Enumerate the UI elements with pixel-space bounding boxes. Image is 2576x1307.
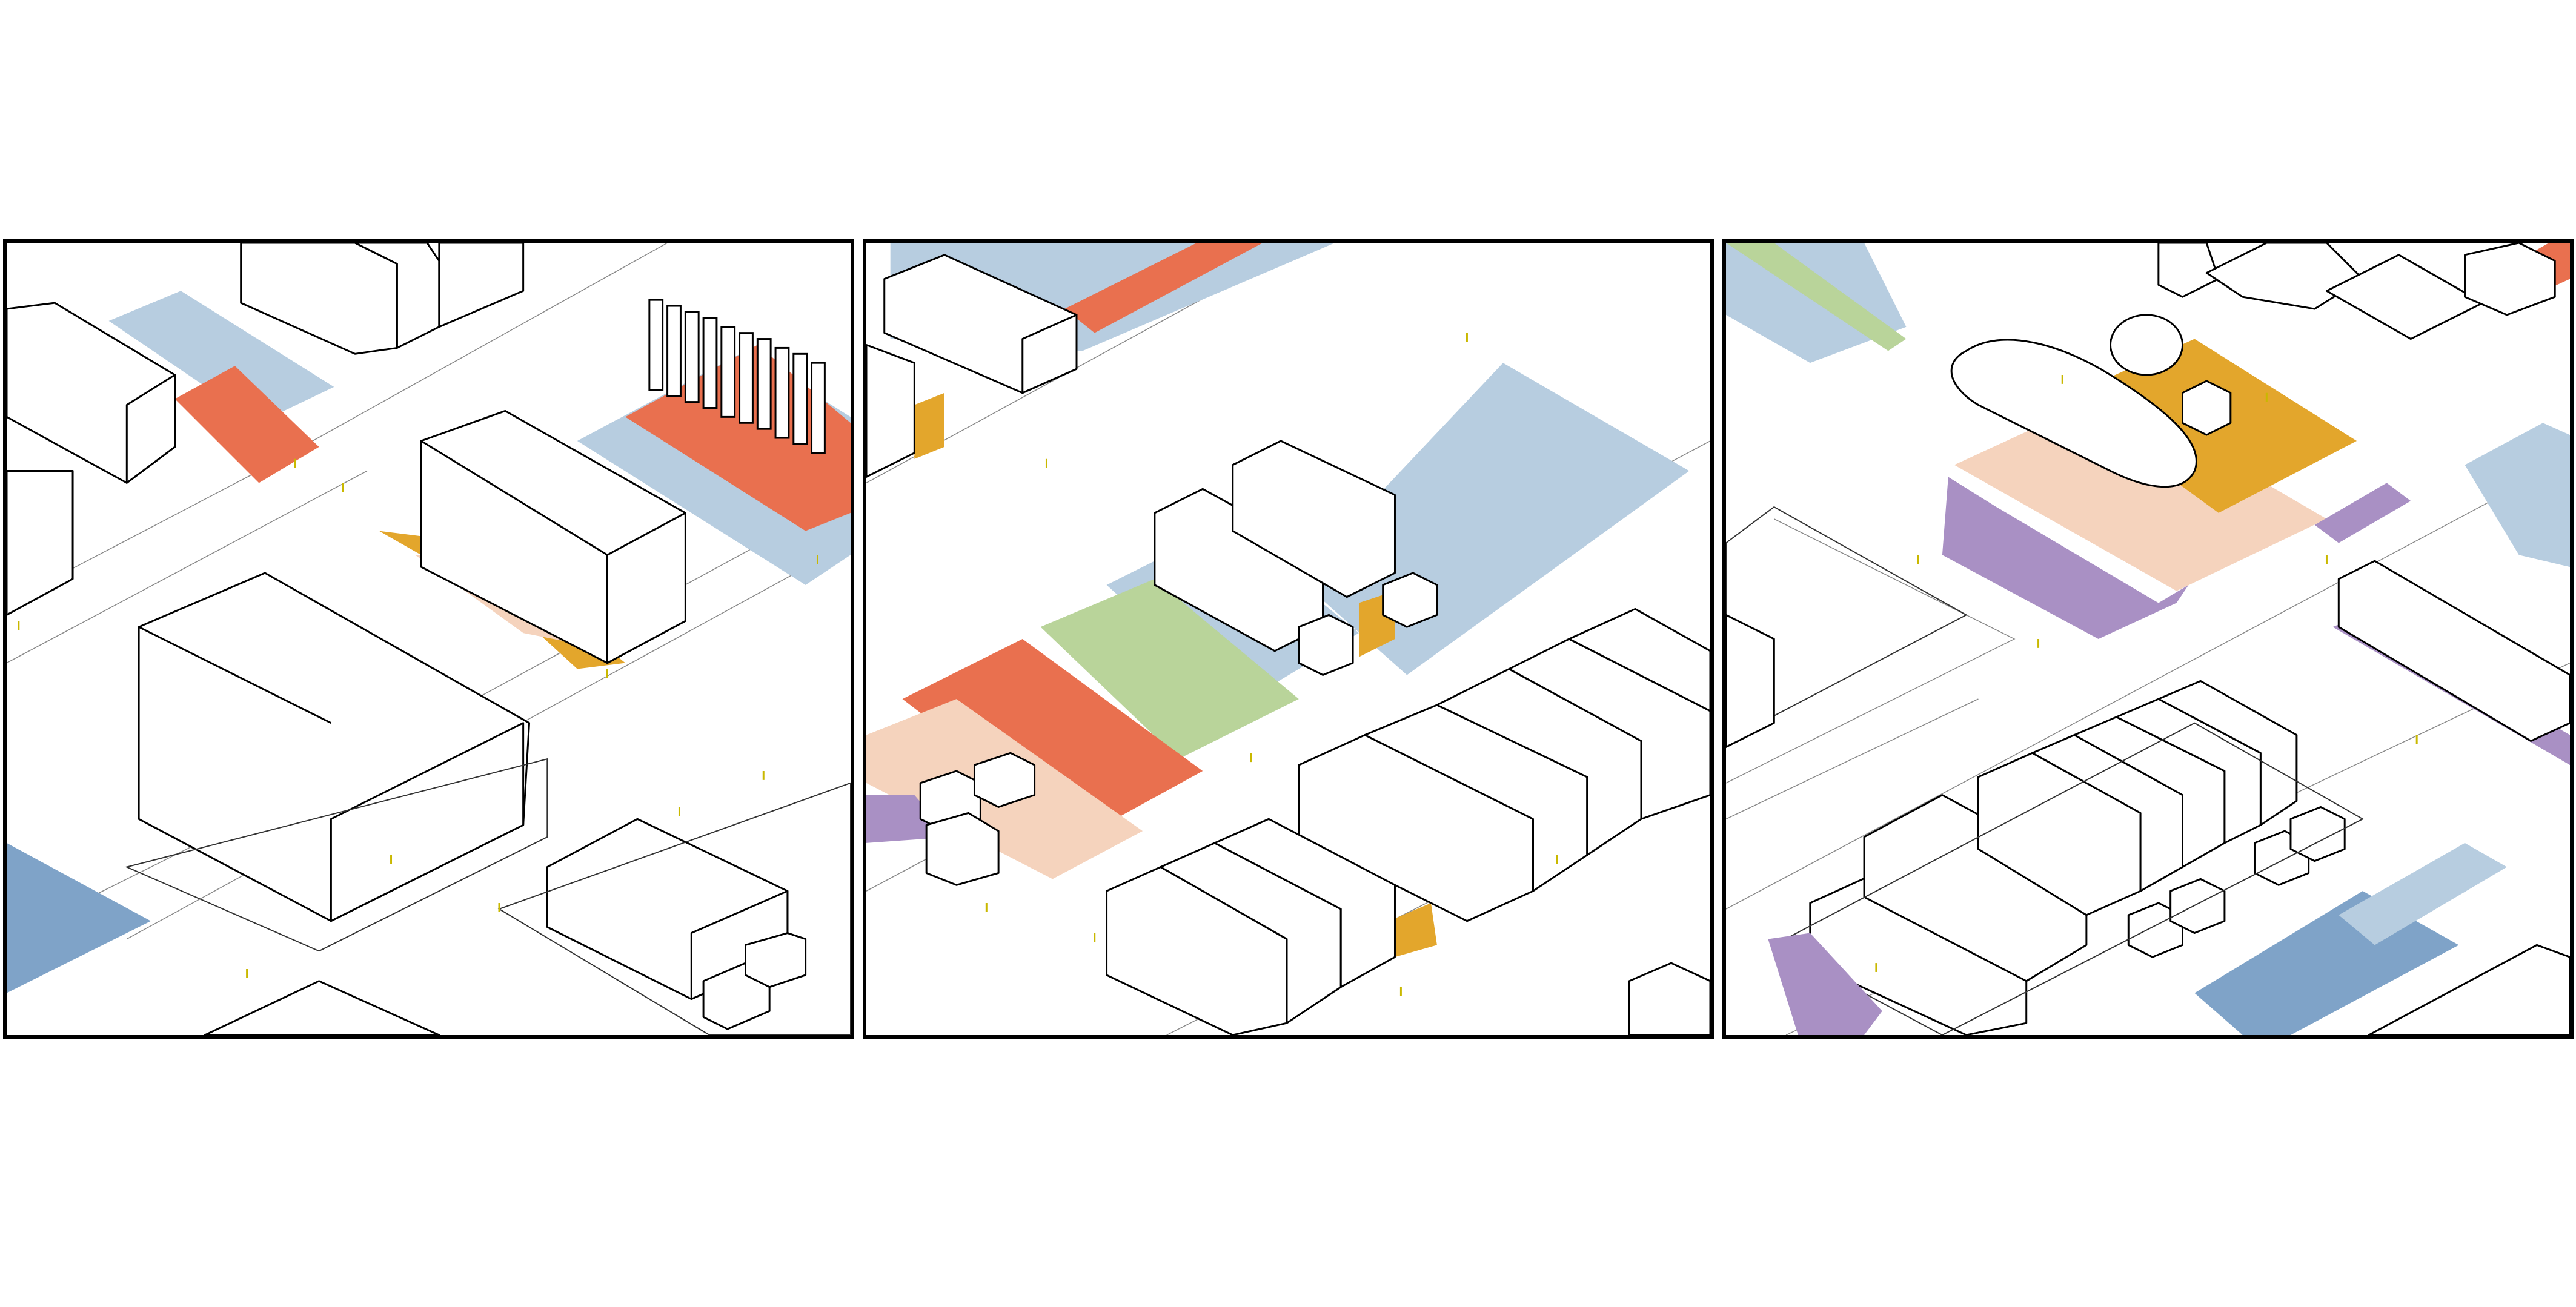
building-twin-block xyxy=(1154,440,1396,652)
building-bottom-right-corner xyxy=(2368,944,2570,1035)
golden-strip xyxy=(914,392,944,459)
building-top-left xyxy=(883,254,1078,394)
lot-outline-bottom-right xyxy=(497,782,851,1035)
building-right-bar xyxy=(2337,560,2570,742)
water-plot-right xyxy=(2465,423,2570,567)
orange-plaza-top xyxy=(174,366,319,483)
building-small-cubes xyxy=(2127,806,2346,958)
purple-edge-top-right xyxy=(2314,483,2411,543)
building-tower-column-array xyxy=(648,299,826,454)
water-plot-bottom-left xyxy=(7,842,151,993)
orange-plaza-courtyard xyxy=(902,639,1203,837)
panel-center-drawing xyxy=(866,243,1710,1035)
building-bottom-row xyxy=(1106,818,1396,1035)
peach-plaza-top xyxy=(1954,392,2327,591)
building-left-edge xyxy=(1726,614,1775,748)
building-bottom-right-corner xyxy=(1628,962,1710,1035)
building-left-lower xyxy=(7,470,74,616)
axonometric-panel-left xyxy=(3,239,854,1039)
green-plaza xyxy=(1040,578,1299,759)
lot-outline-central xyxy=(1773,722,2365,1035)
building-central-block xyxy=(420,409,686,664)
water-plot-top xyxy=(108,291,334,423)
building-bottom-right xyxy=(546,818,807,1030)
purple-edge-top xyxy=(1942,477,2189,639)
building-central-row xyxy=(1809,680,2298,1035)
green-strip-top xyxy=(1726,243,1907,351)
people-markers xyxy=(18,458,818,978)
purple-edge-bottom xyxy=(1768,933,1882,1035)
building-left-edge xyxy=(866,343,915,478)
panel-right-drawing xyxy=(1726,243,2570,1035)
lot-outline-l-shaped xyxy=(125,758,548,952)
axonometric-panel-center xyxy=(863,239,1714,1039)
panel-left-drawing xyxy=(7,243,851,1035)
orange-plaza-top xyxy=(1064,243,1263,333)
building-small-cubes xyxy=(1298,572,1438,676)
golden-strip-bottom xyxy=(1389,903,1437,958)
building-left-cube xyxy=(7,302,176,484)
building-bottom-roof xyxy=(204,980,440,1035)
people-markers xyxy=(985,333,1558,996)
water-plot-bottom-right-pale xyxy=(2339,842,2507,945)
axonometric-panel-right xyxy=(1722,239,2574,1039)
building-top-complex xyxy=(1950,243,2556,488)
building-top-row xyxy=(240,243,525,355)
lot-outline-left xyxy=(1726,506,1968,742)
building-l-shaped xyxy=(138,572,531,922)
people-markers xyxy=(1875,375,2418,972)
building-right-row xyxy=(1298,607,1710,922)
building-courtyard-cubes xyxy=(919,752,1036,886)
